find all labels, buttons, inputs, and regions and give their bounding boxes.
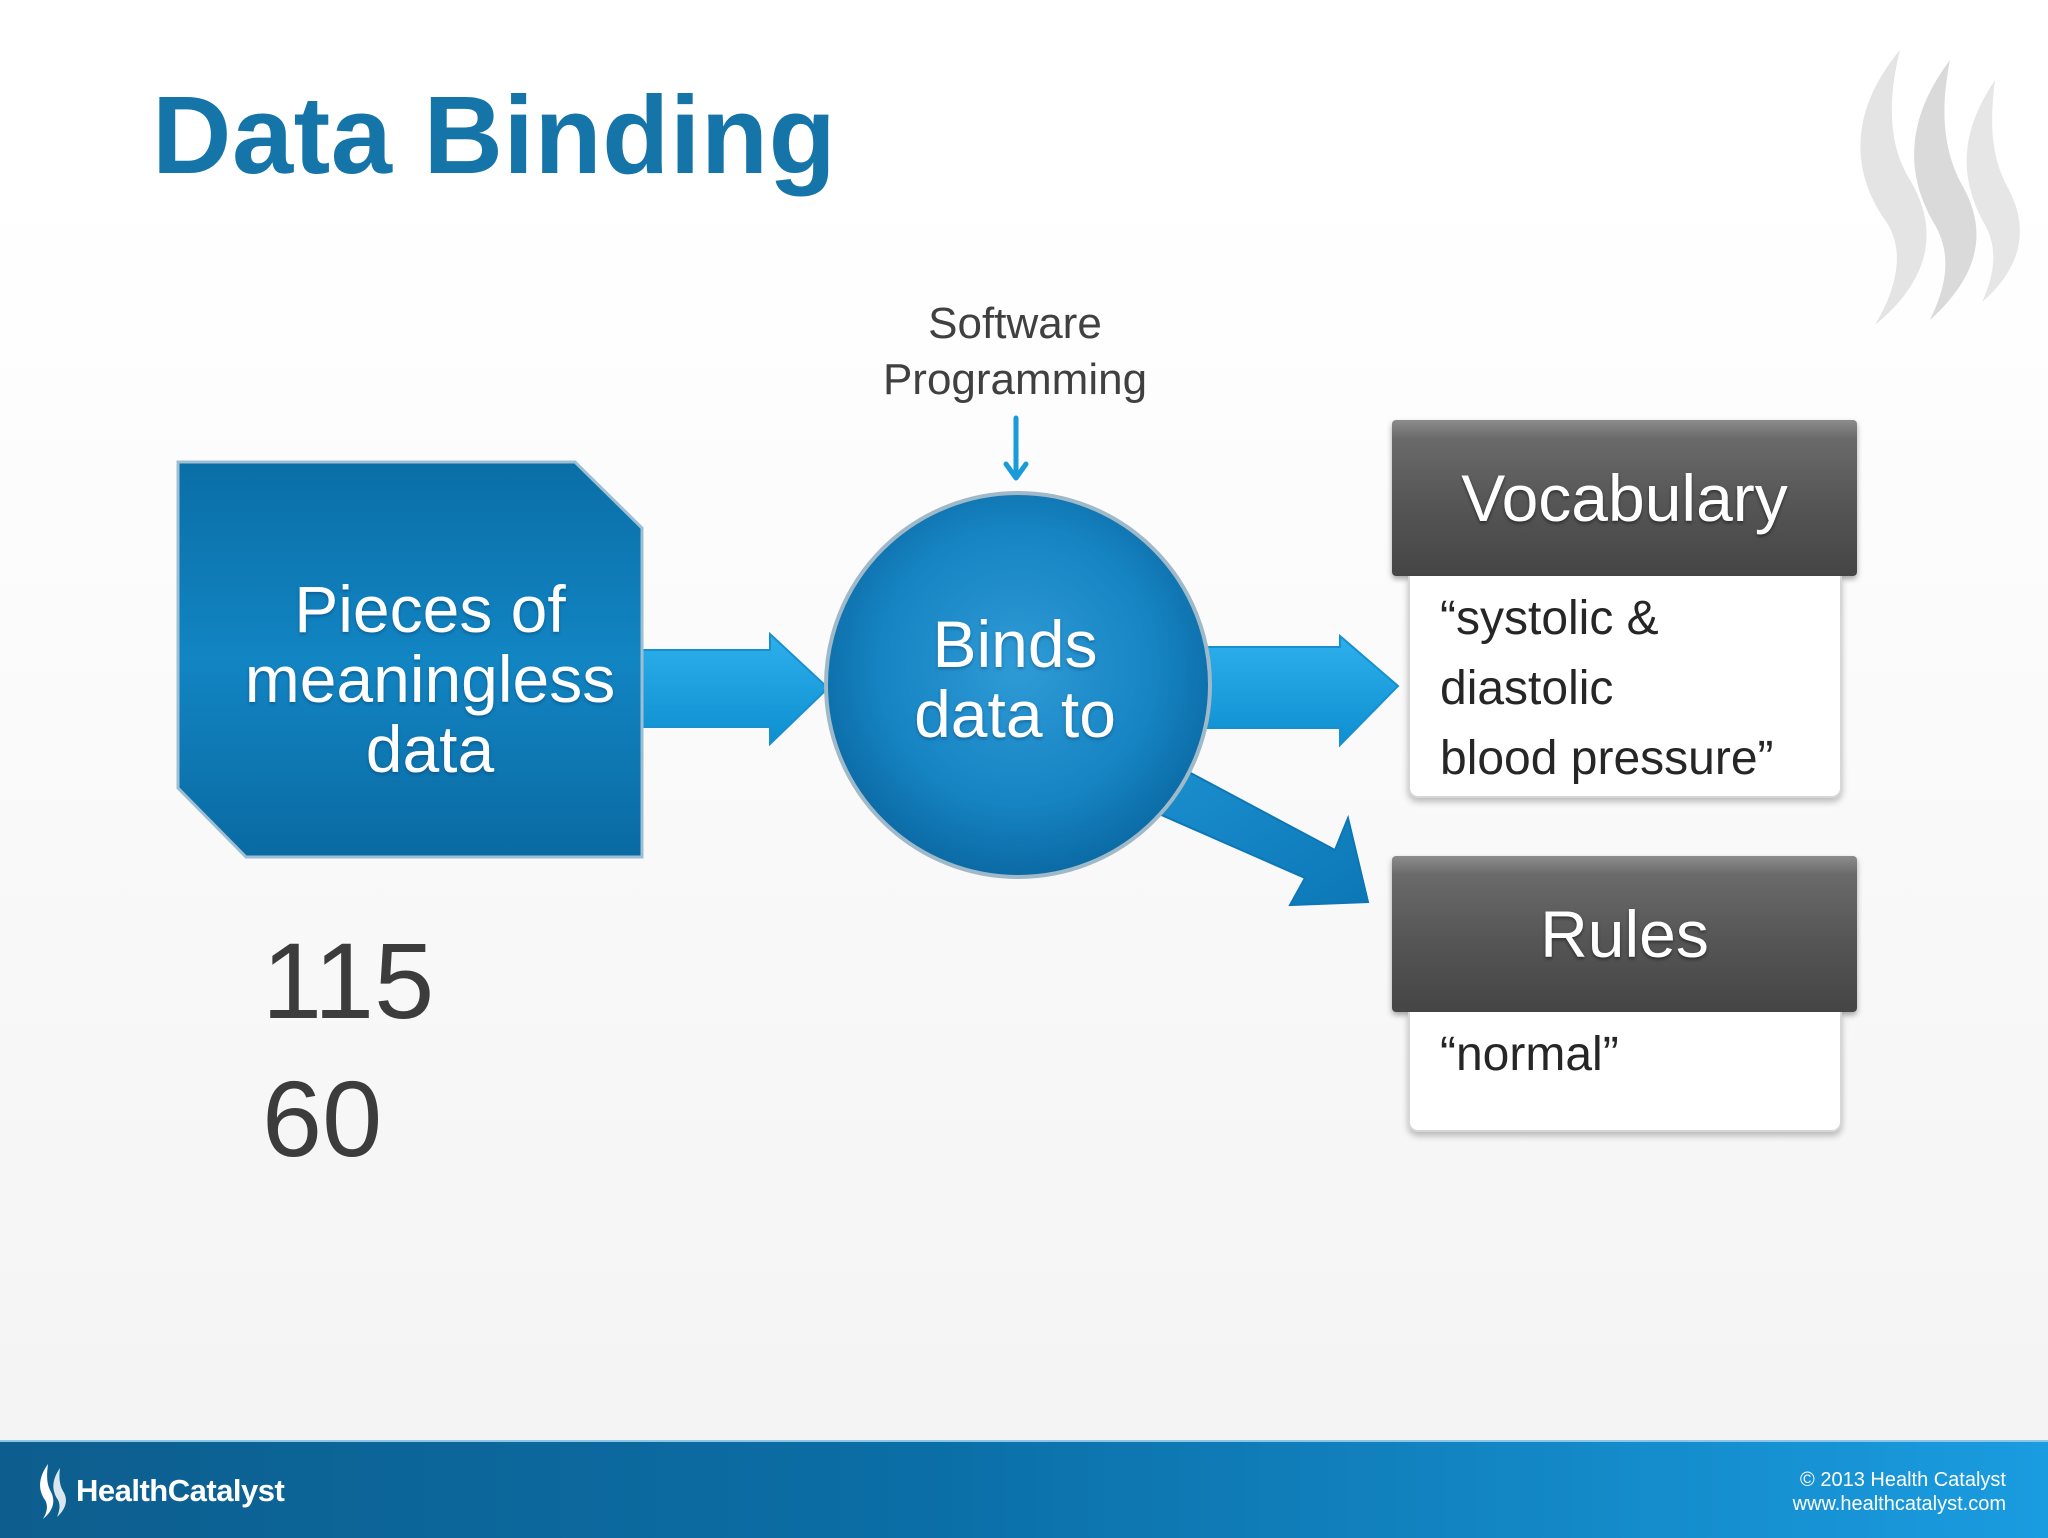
flame-watermark-icon — [1860, 50, 2020, 325]
binder-label: Binds data to — [860, 609, 1170, 749]
vocabulary-line: blood pressure” — [1440, 732, 1774, 785]
rules-content: “normal” — [1408, 1012, 1842, 1132]
vocabulary-header: Vocabulary — [1392, 420, 1857, 576]
source-label-line: meaningless — [244, 642, 616, 716]
footer-brand-name: HealthCatalyst — [76, 1473, 285, 1508]
website-link[interactable]: www.healthcatalyst.com — [1792, 1493, 2006, 1515]
sample-value: 60 — [262, 1058, 383, 1179]
rules-header: Rules — [1392, 856, 1857, 1012]
footer-credits: © 2013 Health Catalyst www.healthcatalys… — [1793, 1468, 2006, 1516]
source-data-shape — [176, 460, 644, 859]
rules-line: “normal” — [1440, 1028, 1619, 1081]
footer-bar: HealthCatalyst © 2013 Health Catalyst ww… — [0, 1440, 2048, 1538]
health-catalyst-logo: HealthCatalyst — [36, 1462, 285, 1520]
source-data-label: Pieces of meaningless data — [195, 574, 665, 784]
sample-value: 115 — [262, 920, 435, 1041]
software-label-line: Programming — [882, 355, 1148, 404]
arrow-down-icon — [1003, 415, 1029, 481]
flame-icon — [40, 1464, 66, 1519]
arrow-source-to-binder — [639, 631, 830, 747]
binder-circle — [824, 491, 1212, 879]
diagram-shapes — [176, 415, 1400, 907]
data-binding-diagram: Software Programming Pieces of meaningle… — [176, 296, 1857, 1188]
source-label-line: Pieces of — [294, 572, 566, 646]
arrow-binder-to-vocabulary — [1204, 633, 1400, 748]
vocabulary-line: “systolic & — [1440, 592, 1659, 645]
source-label-line: data — [365, 712, 495, 786]
binder-label-line: data to — [914, 677, 1116, 751]
arrow-binder-to-rules — [1148, 768, 1370, 907]
software-programming-label: Software Programming — [850, 296, 1180, 408]
vocabulary-content: “systolic & diastolic blood pressure” — [1408, 576, 1842, 798]
copyright-text: © 2013 Health Catalyst — [1800, 1469, 2006, 1491]
vocabulary-line: diastolic — [1440, 662, 1614, 715]
slide-title: Data Binding — [152, 74, 837, 197]
binder-label-line: Binds — [932, 607, 1098, 681]
sample-values: 115 60 — [262, 912, 434, 1188]
software-label-line: Software — [928, 299, 1102, 348]
